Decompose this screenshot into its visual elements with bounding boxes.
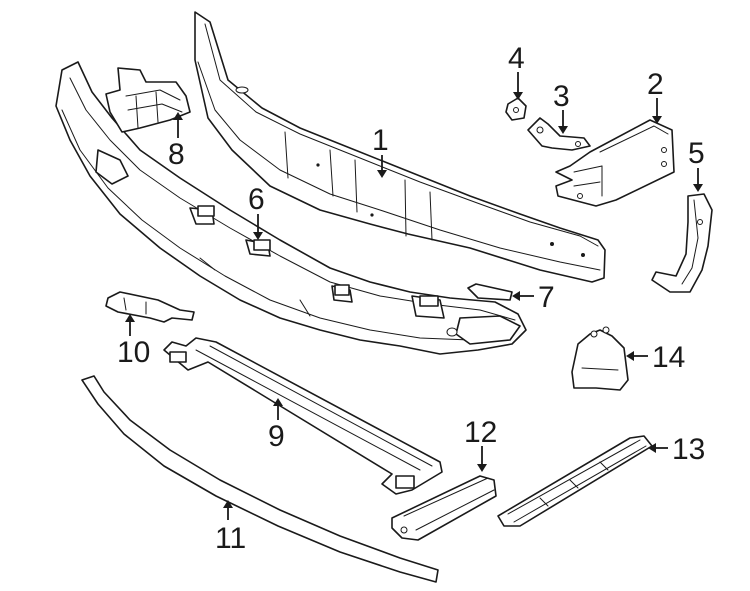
part-9-lower-rail [163, 337, 443, 495]
callout-2: 2 [647, 68, 664, 101]
part-11-lower-strip [81, 375, 439, 583]
part-14-mount-bracket [571, 326, 629, 391]
part-8-bracket [105, 67, 191, 133]
part-1-reinforcement-bar [194, 11, 606, 283]
callout-11: 11 [215, 522, 246, 555]
part-13-slotted-rail [497, 435, 653, 527]
part-7-plate [467, 283, 513, 301]
callout-6: 6 [248, 183, 265, 216]
callout-labels: 1 2 3 4 5 6 7 8 9 10 11 12 13 14 [117, 42, 705, 555]
part-4-clip [505, 97, 527, 121]
callout-7: 7 [538, 281, 555, 314]
callout-13: 13 [672, 433, 705, 466]
callout-1: 1 [372, 124, 389, 157]
callout-5: 5 [688, 137, 705, 170]
callout-12: 12 [464, 416, 497, 449]
leader-lines [125, 72, 703, 520]
callout-3: 3 [553, 80, 570, 113]
part-5-vertical-bracket [651, 193, 713, 293]
part-10-bracket [105, 291, 195, 323]
callout-8: 8 [168, 138, 185, 171]
part-6-energy-absorber [55, 61, 527, 355]
callout-10: 10 [117, 336, 150, 369]
part-3-bracket [527, 117, 591, 151]
callout-4: 4 [508, 42, 525, 75]
part-2-side-bracket [555, 119, 675, 207]
callout-14: 14 [652, 341, 685, 374]
part-12-box-rail [391, 475, 497, 541]
callout-9: 9 [268, 420, 285, 453]
